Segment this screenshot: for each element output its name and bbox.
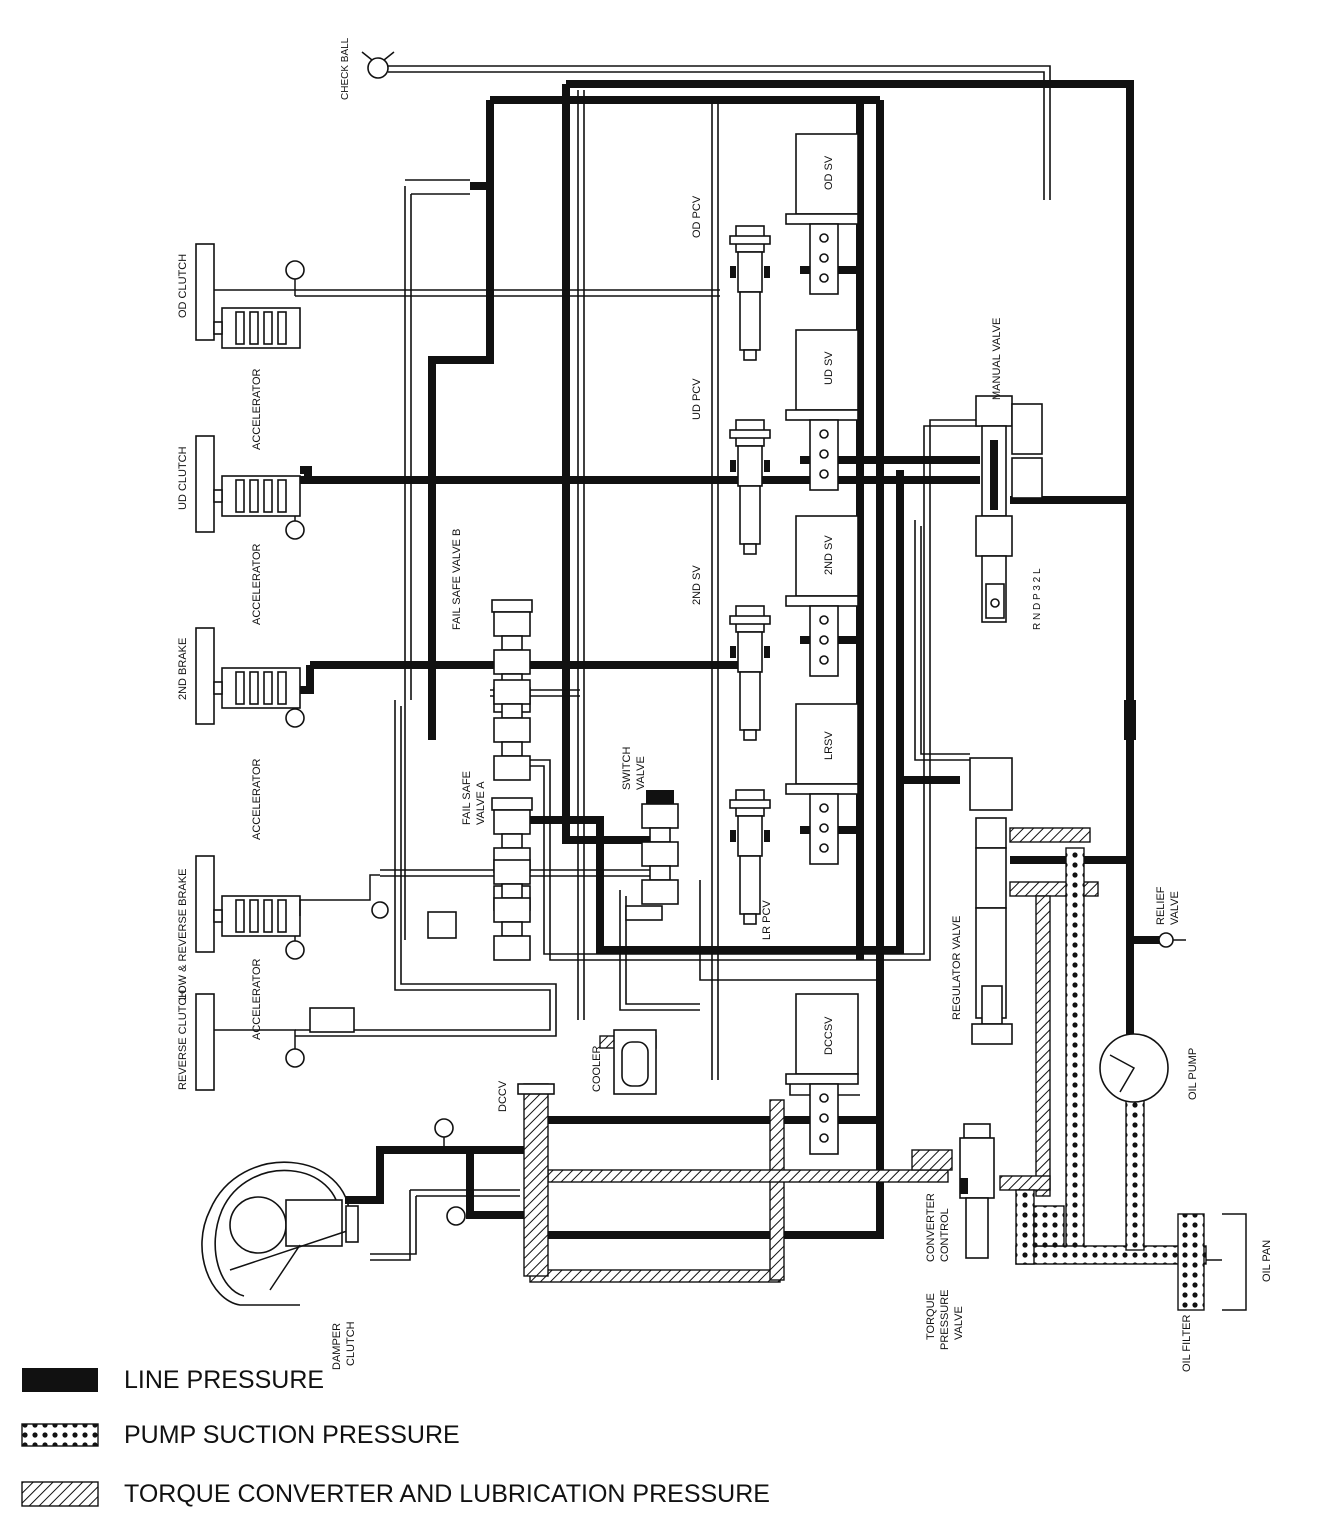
oil-pan-label: OIL PAN (1261, 1240, 1273, 1282)
lr-accelerator-label: ACCELERATOR (251, 958, 263, 1040)
fail-safe-valve-a-label-2: VALVE A (475, 781, 487, 825)
relief-valve (1158, 932, 1186, 948)
torque-pressure-valve-label-1: TORQUE (925, 1293, 937, 1340)
ud-clutch-label: UD CLUTCH (177, 446, 189, 510)
fail-safe-valve-b-label: FAIL SAFE VALVE B (451, 529, 463, 630)
oil-pump (1099, 1033, 1169, 1103)
damper-clutch-label-2: CLUTCH (345, 1321, 357, 1366)
torque-pressure-valve (959, 1123, 995, 1259)
switch-valve-label-1: SWITCH (621, 747, 633, 790)
second-accelerator-label: ACCELERATOR (251, 758, 263, 840)
manual-valve-label: MANUAL VALVE (991, 318, 1003, 400)
switch-valve-label-2: VALVE (635, 756, 647, 790)
legend-pump-suction: PUMP SUCTION PRESSURE (124, 1421, 460, 1449)
torque-pressure-valve-label-3: VALVE (953, 1306, 965, 1340)
oil-pan (1206, 1213, 1247, 1311)
converter-control-label-2: CONTROL (939, 1208, 951, 1262)
fail-safe-valve-b (491, 599, 533, 781)
ud-pcv-label: UD PCV (691, 378, 703, 420)
lrsv-label: LRSV (823, 731, 835, 760)
legend-swatch-line-pressure (22, 1368, 98, 1392)
lrsv (785, 703, 859, 865)
shift-positions: R N D P 3 2 L (1032, 568, 1043, 630)
second-pcv-label: 2ND SV (691, 565, 703, 605)
check-ball-label: CHECK BALL (340, 37, 351, 100)
ud-clutch (195, 435, 305, 540)
check-ball (361, 51, 1051, 200)
second-sv-label: 2ND SV (823, 535, 835, 575)
dccv (434, 1083, 555, 1277)
manual-valve (975, 395, 1043, 623)
cooler-label: COOLER (591, 1045, 603, 1092)
second-brake (195, 627, 305, 728)
line-pressure-check (1124, 700, 1136, 740)
low-reverse-brake (195, 855, 389, 960)
regulator-valve-label: REGULATOR VALVE (951, 916, 963, 1020)
second-sv (785, 515, 859, 677)
legend-swatch-pump-suction (21, 1423, 99, 1447)
torque-pressure-valve-label-2: PRESSURE (939, 1289, 951, 1350)
dccsv (785, 993, 859, 1155)
regulator-valve (969, 757, 1013, 1045)
oil-filter (1177, 1213, 1205, 1311)
relief-valve-label-1: RELIEF (1155, 886, 1167, 925)
cooler (613, 1029, 657, 1095)
legend-swatch-lubrication (21, 1481, 99, 1507)
dccv-label: DCCV (497, 1080, 509, 1112)
low-reverse-brake-label: LOW & REVERSE BRAKE (177, 869, 189, 1000)
second-brake-label: 2ND BRAKE (177, 638, 189, 700)
legend-lubrication: TORQUE CONVERTER AND LUBRICATION PRESSUR… (124, 1480, 770, 1508)
legend: LINE PRESSURE PUMP SUCTION PRESSURE TORQ… (21, 1366, 770, 1508)
legend-line-pressure: LINE PRESSURE (124, 1366, 324, 1394)
reverse-clutch-label: REVERSE CLUTCH (177, 990, 189, 1090)
oil-pump-label: OIL PUMP (1187, 1048, 1199, 1100)
second-pcv (729, 605, 771, 741)
passage-network (295, 90, 980, 1261)
switch-valve (625, 790, 679, 921)
damper-clutch-label-1: DAMPER (331, 1323, 343, 1370)
od-clutch (195, 243, 305, 349)
dccsv-label: DCCSV (823, 1016, 835, 1055)
torque-converter (201, 1161, 359, 1306)
lr-pcv-label: LR PCV (761, 900, 773, 940)
ud-sv (785, 329, 859, 491)
od-accelerator-label: ACCELERATOR (251, 368, 263, 450)
lubrication-passages (529, 827, 1099, 1283)
fail-safe-valve-a (427, 797, 533, 961)
od-pcv-label: OD PCV (691, 195, 703, 238)
fail-safe-valve-a-label-1: FAIL SAFE (461, 771, 473, 825)
ud-pcv (729, 419, 771, 555)
od-pcv (729, 225, 771, 361)
converter-control-label-1: CONVERTER (925, 1193, 937, 1262)
od-clutch-label: OD CLUTCH (177, 254, 189, 318)
relief-valve-label-2: VALVE (1169, 891, 1181, 925)
reverse-clutch (195, 993, 355, 1091)
ud-sv-label: UD SV (823, 351, 835, 385)
od-sv-label: OD SV (823, 155, 835, 190)
oil-filter-label: OIL FILTER (1181, 1314, 1193, 1372)
ud-accelerator-label: ACCELERATOR (251, 543, 263, 625)
